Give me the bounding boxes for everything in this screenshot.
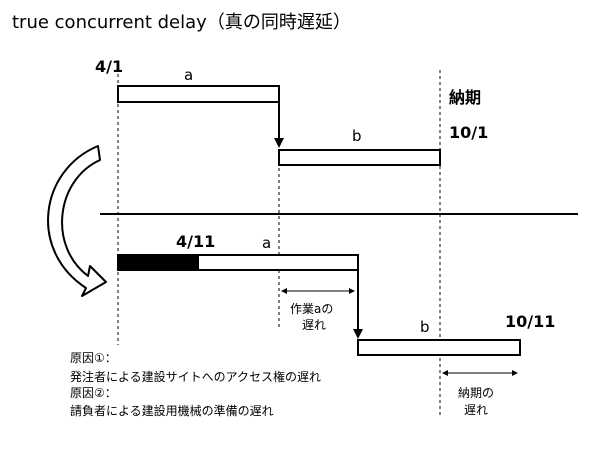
work-delay-label-line2: 遅れ [302, 318, 326, 332]
plan-start-date: 4/1 [95, 57, 123, 76]
plan-task-b-label: b [352, 127, 362, 145]
deadline-delay-arrow-right [512, 370, 518, 376]
actual-task-b-label: b [420, 318, 430, 336]
work-delay-arrow-left [281, 288, 287, 294]
plan-deadline-label: 納期 [449, 88, 481, 107]
work-delay-arrow-right [349, 288, 355, 294]
actual-bar-a-delay [117, 254, 199, 271]
deadline-delay-label-line2: 遅れ [464, 403, 488, 417]
transition-curved-arrow [47, 145, 107, 297]
actual-dependency-arrowhead [353, 329, 363, 339]
cause1-text: 発注者による建設サイトへのアクセス権の遅れ [70, 369, 321, 384]
cause2-label: 原因②： [70, 386, 117, 400]
actual-delayed-start-date: 4/11 [176, 232, 215, 251]
plan-deadline-date: 10/1 [449, 123, 488, 142]
work-delay-label-line1: 作業aの [290, 302, 333, 316]
actual-task-a-label: a [262, 234, 271, 252]
cause1-label: 原因①： [70, 351, 117, 365]
deadline-delay-arrow-left [442, 370, 448, 376]
plan-task-a-label: a [184, 66, 193, 84]
diagram-title: true concurrent delay（真の同時遅延） [12, 12, 351, 33]
cause2-text: 請負者による建設用機械の準備の遅れ [70, 403, 274, 418]
plan-dependency-arrowhead [274, 138, 284, 148]
actual-bar-b [357, 339, 521, 356]
plan-bar-b [278, 149, 441, 166]
plan-bar-a [117, 85, 280, 103]
deadline-delay-label-line1: 納期の [458, 386, 494, 400]
actual-finish-date: 10/11 [505, 312, 555, 331]
